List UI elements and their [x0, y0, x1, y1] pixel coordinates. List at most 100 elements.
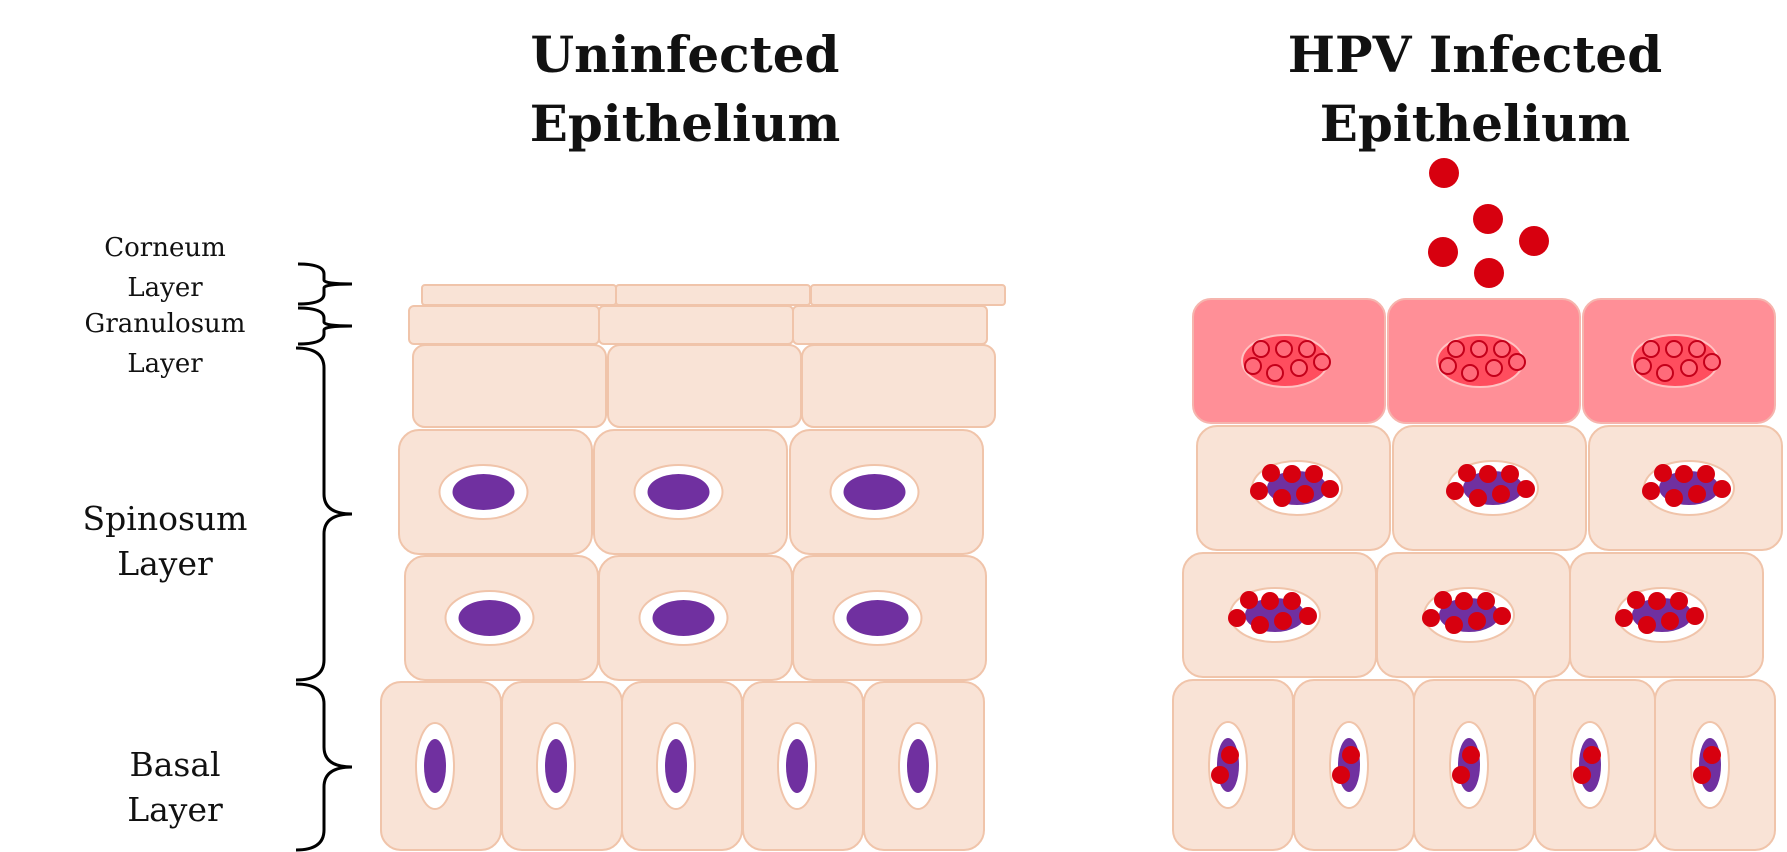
- virion: [1342, 746, 1360, 764]
- nucleus: [458, 600, 521, 636]
- virion: [1469, 489, 1487, 507]
- virion: [1473, 204, 1503, 234]
- corneum-label-line2: Layer: [127, 273, 203, 303]
- basal-layer-label: Basal Layer: [80, 742, 270, 832]
- virion-hollow: [1244, 357, 1262, 375]
- virion-hollow: [1508, 353, 1526, 371]
- nucleus: [652, 600, 715, 636]
- virion: [1211, 766, 1229, 784]
- virion: [1688, 485, 1706, 503]
- virion: [1283, 592, 1301, 610]
- uninfected-title-line1: Uninfected: [530, 25, 840, 84]
- spinosum-cell-upper: [412, 344, 607, 428]
- virion-hollow: [1439, 357, 1457, 375]
- virion: [1305, 465, 1323, 483]
- virion-hollow: [1642, 340, 1660, 358]
- virion: [1661, 612, 1679, 630]
- virion-hollow: [1634, 357, 1652, 375]
- virion-hollow: [1688, 340, 1706, 358]
- virion: [1654, 464, 1672, 482]
- virion: [1573, 766, 1591, 784]
- virion: [1642, 482, 1660, 500]
- infected-title: HPV Infected Epithelium: [1220, 20, 1730, 158]
- virion: [1422, 609, 1440, 627]
- virion: [1686, 607, 1704, 625]
- granulosum-label-line2: Layer: [127, 349, 203, 379]
- granulosum-bracket: [297, 306, 353, 346]
- spinosum-bracket: [295, 346, 353, 682]
- virion: [1501, 465, 1519, 483]
- virion: [1519, 226, 1549, 256]
- virion: [1274, 612, 1292, 630]
- virion: [1675, 465, 1693, 483]
- virion: [1221, 746, 1239, 764]
- virion: [1615, 609, 1633, 627]
- granulosum-label-line1: Granulosum: [84, 309, 246, 339]
- virion-hollow: [1485, 359, 1503, 377]
- virion: [1452, 766, 1470, 784]
- virion: [1670, 592, 1688, 610]
- nucleus: [452, 474, 515, 510]
- granulosum-cell: [598, 305, 794, 345]
- virion: [1299, 607, 1317, 625]
- corneum-bracket: [297, 262, 353, 306]
- infected-title-line2: Epithelium: [1319, 94, 1631, 153]
- uninfected-title: Uninfected Epithelium: [460, 20, 910, 158]
- virion-hollow: [1447, 340, 1465, 358]
- virion: [1228, 609, 1246, 627]
- basal-label-text: Basal Layer: [127, 745, 223, 829]
- infected-title-line1: HPV Infected: [1287, 25, 1663, 84]
- granulosum-cell: [792, 305, 988, 345]
- virion-hollow: [1275, 340, 1293, 358]
- corneum-layer-label: Corneum Layer: [60, 228, 270, 308]
- virion-hollow: [1266, 364, 1284, 382]
- virion: [1479, 465, 1497, 483]
- spinosum-layer-label: Spinosum Layer: [70, 496, 260, 586]
- virion: [1434, 591, 1452, 609]
- virion-hollow: [1680, 359, 1698, 377]
- virion-hollow: [1656, 364, 1674, 382]
- virion: [1462, 746, 1480, 764]
- virion: [1429, 158, 1459, 188]
- virion: [1445, 616, 1463, 634]
- nucleus: [843, 474, 906, 510]
- nucleus: [665, 739, 687, 793]
- virion: [1428, 237, 1458, 267]
- nucleus: [907, 739, 929, 793]
- nucleus: [545, 739, 567, 793]
- corneum-cell: [615, 284, 811, 306]
- virion: [1492, 485, 1510, 503]
- nucleus: [786, 739, 808, 793]
- virion: [1273, 489, 1291, 507]
- corneum-label-line1: Corneum: [104, 233, 226, 263]
- virion-hollow: [1470, 340, 1488, 358]
- basal-bracket: [295, 682, 353, 852]
- spinosum-label-line2: Layer: [117, 544, 213, 583]
- virion: [1493, 607, 1511, 625]
- virion: [1240, 591, 1258, 609]
- granulosum-layer-label: Granulosum Layer: [60, 304, 270, 384]
- virion: [1262, 464, 1280, 482]
- uninfected-title-line2: Epithelium: [529, 94, 841, 153]
- virion: [1283, 465, 1301, 483]
- spinosum-cell-upper: [607, 344, 802, 428]
- corneum-cell: [810, 284, 1006, 306]
- virion: [1251, 616, 1269, 634]
- virion: [1693, 766, 1711, 784]
- virion: [1665, 489, 1683, 507]
- nucleus: [424, 739, 446, 793]
- virion: [1321, 480, 1339, 498]
- layer-brackets: [295, 262, 353, 852]
- virion-hollow: [1665, 340, 1683, 358]
- virion: [1648, 592, 1666, 610]
- virion: [1261, 592, 1279, 610]
- virion-hollow: [1461, 364, 1479, 382]
- virion-hollow: [1252, 340, 1270, 358]
- virion: [1458, 464, 1476, 482]
- released-virions: [1428, 158, 1549, 288]
- virion: [1697, 465, 1715, 483]
- virion-hollow: [1290, 359, 1308, 377]
- virion: [1703, 746, 1721, 764]
